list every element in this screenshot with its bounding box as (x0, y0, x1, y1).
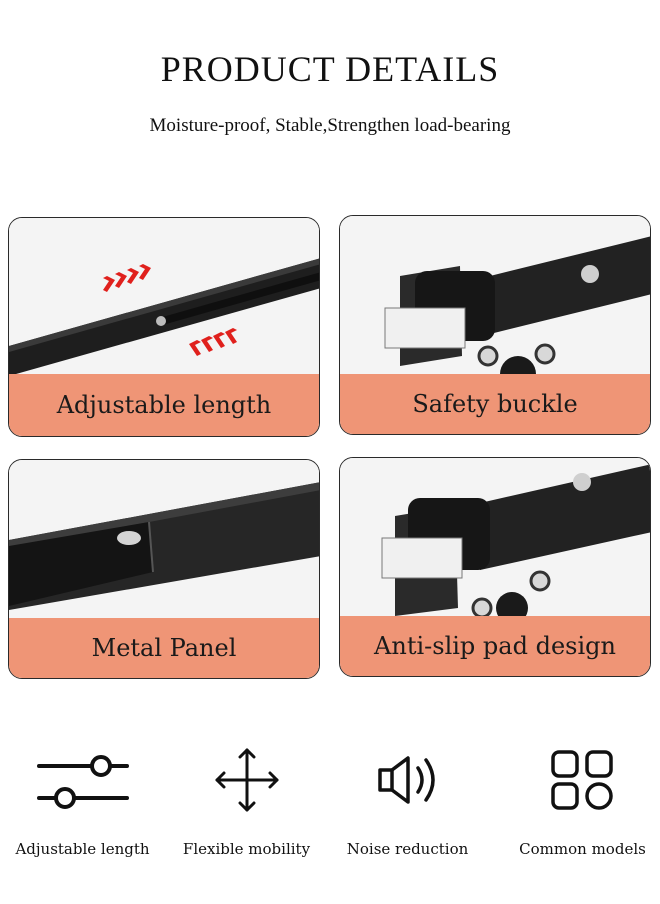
card-metal-panel: Metal Panel (8, 459, 320, 679)
metal-panel-image (9, 460, 319, 620)
feature-label: Flexible mobility (182, 840, 311, 858)
feature-noise-reduction: Noise reduction (325, 748, 490, 858)
move-arrows-icon (215, 748, 278, 812)
page-title: PRODUCT DETAILS (160, 49, 500, 89)
card-label: Metal Panel (9, 618, 319, 678)
extendable-rail-image (9, 218, 319, 378)
feature-common-models: Common models (500, 748, 660, 858)
card-label: Adjustable length (9, 374, 319, 436)
card-adjustable-length: Adjustable length (8, 217, 320, 437)
card-label: Safety buckle (340, 374, 650, 434)
grid-icon (550, 750, 613, 810)
feature-label: Noise reduction (346, 840, 469, 858)
feature-label: Adjustable length (15, 840, 150, 858)
speaker-icon (377, 756, 435, 804)
card-anti-slip-pad: Anti-slip pad design (339, 457, 651, 677)
buckle-wheels-image (340, 216, 650, 376)
feature-adjustable-length: Adjustable length (0, 748, 165, 858)
sliders-icon (36, 755, 129, 809)
card-label: Anti-slip pad design (340, 616, 650, 676)
feature-label: Common models (519, 840, 646, 858)
page-subtitle: Moisture-proof, Stable,Strengthen load-b… (149, 115, 511, 136)
anti-slip-pad-image (340, 458, 650, 618)
feature-flexible-mobility: Flexible mobility (164, 748, 329, 858)
card-safety-buckle: Safety buckle (339, 215, 651, 435)
